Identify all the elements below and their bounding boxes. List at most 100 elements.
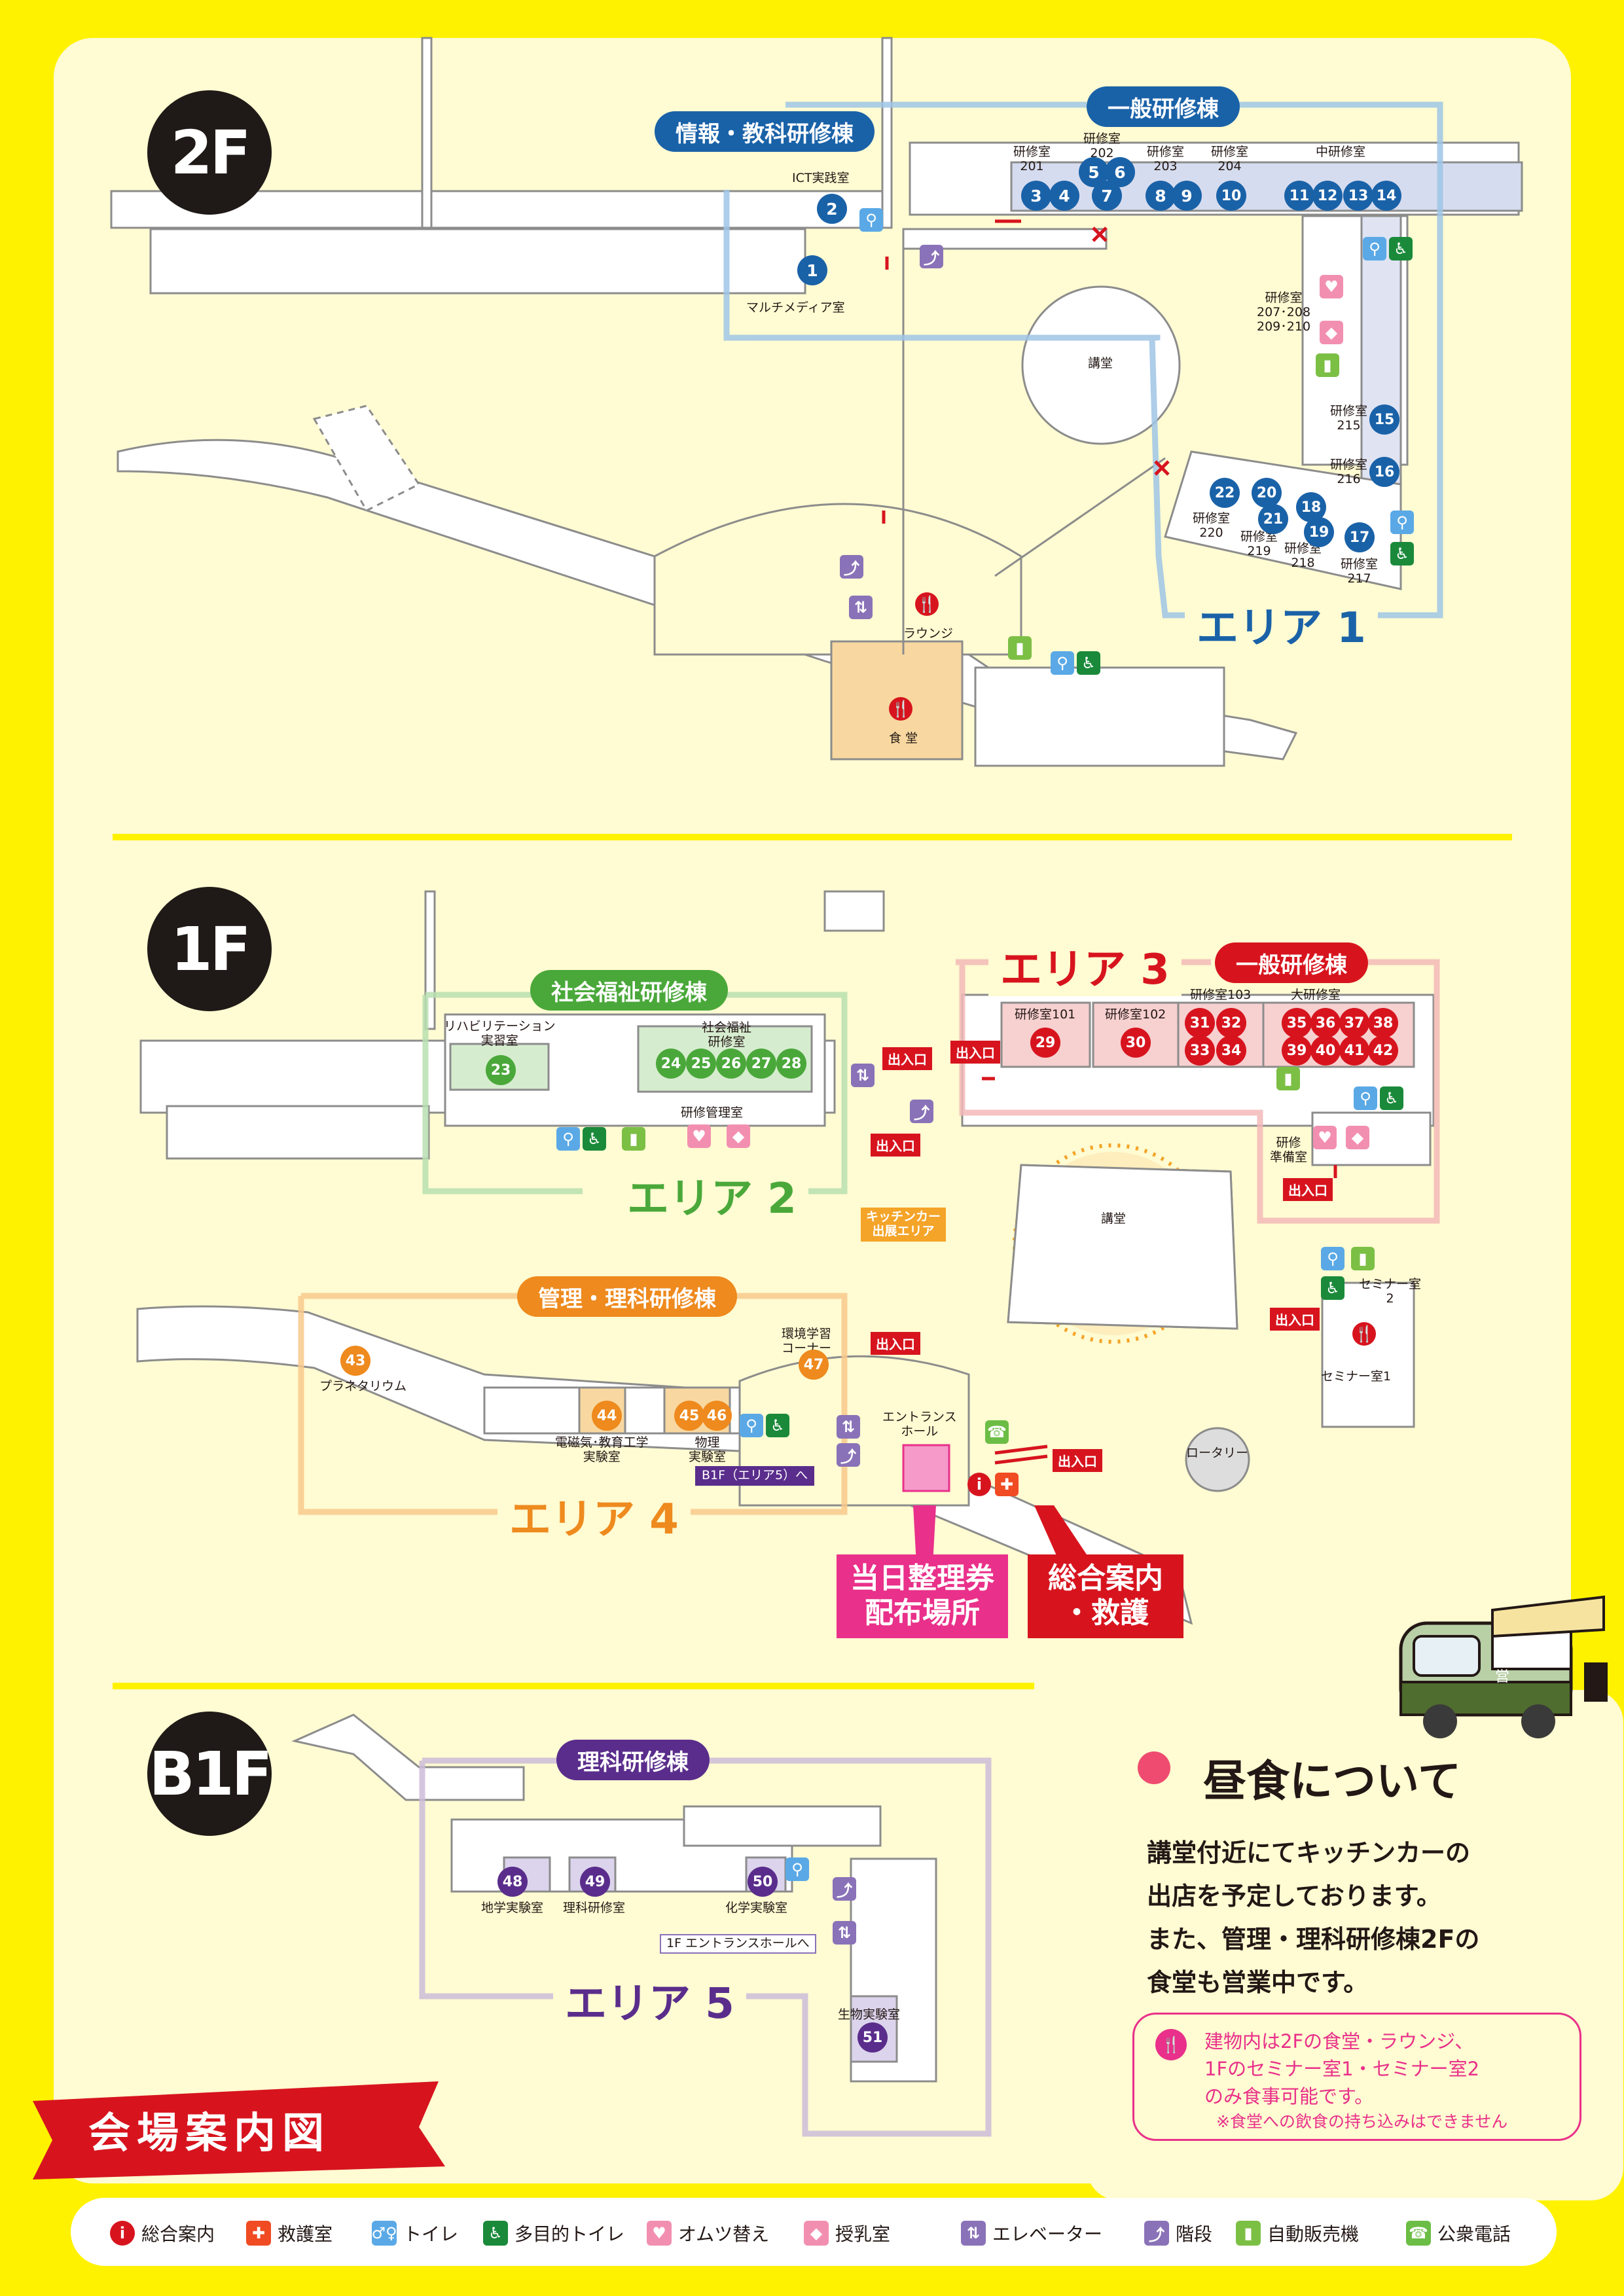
eating-rule-line: のみ食事可能です。 <box>1204 2085 1374 2108</box>
room-number-badge: 39 <box>1282 1035 1312 1066</box>
room-label-chigaku: 地学実験室 <box>481 1901 544 1915</box>
first-aid-icon: ✚ <box>995 1473 1019 1496</box>
room-number-badge: 15 <box>1369 404 1399 435</box>
eating-rule-note: ※食堂への飲食の持ち込みはできません <box>1216 2112 1508 2131</box>
restaurant-icon: 🍴 <box>1352 1322 1376 1346</box>
room-number-badge: 27 <box>746 1049 776 1079</box>
legend-label: 自動販売機 <box>1267 2223 1360 2245</box>
legend-label: 総合案内 <box>141 2223 215 2245</box>
room-label-102: 研修室102 <box>1105 1007 1166 1022</box>
info-icon: i <box>967 1473 991 1496</box>
accessible-restroom-icon: ♿ <box>1390 542 1414 565</box>
legend-item: ♥オムツ替え <box>647 2220 769 2246</box>
elevator-icon: ⇅ <box>961 2221 986 2246</box>
building-tag-admin: 管理・理科研修棟 <box>517 1276 737 1317</box>
room-number-badge: 7 <box>1092 181 1122 211</box>
room-label-kodo-1f: 講堂 <box>1101 1211 1127 1226</box>
room-number-badge: 25 <box>686 1049 716 1079</box>
lunch-text-line: 食堂も営業中です。 <box>1147 1968 1369 1997</box>
room-label-rika: 理科研修室 <box>563 1901 626 1915</box>
room-number-badge: 30 <box>1121 1028 1151 1058</box>
lunch-heading: 昼食について <box>1203 1756 1462 1806</box>
room-number-badge: 32 <box>1216 1008 1246 1038</box>
building-tag-info: 情報・教科研修棟 <box>655 111 875 152</box>
room-label-rotary: ロータリー <box>1186 1446 1249 1460</box>
room-number-badge: 34 <box>1216 1035 1246 1066</box>
restroom-icon: ♂♀ <box>371 2221 397 2246</box>
accessible-restroom-icon: ♿ <box>1321 1276 1344 1300</box>
restroom-icon: ⚲ <box>859 208 883 232</box>
room-label-ict: ICT実践室 <box>792 171 850 185</box>
accessible-restroom-icon: ♿ <box>583 1127 606 1151</box>
room-label-215: 研修室 215 <box>1330 404 1368 433</box>
elevator-icon: ⇅ <box>851 1064 875 1087</box>
legend-label: トイレ <box>403 2223 459 2245</box>
room-label-kanri: 研修管理室 <box>681 1105 744 1120</box>
floor-badge-b1f: B1F <box>147 1712 272 1836</box>
room-number-badge: 4 <box>1049 181 1079 211</box>
room-label-103: 研修室103 <box>1190 988 1252 1002</box>
room-label-chu: 中研修室 <box>1316 145 1366 159</box>
room-number-badge: 36 <box>1310 1008 1341 1038</box>
room-number-badge: 21 <box>1258 504 1288 534</box>
room-number-badge: 20 <box>1252 478 1282 508</box>
vending-machine-icon: ▮ <box>1008 636 1032 660</box>
room-label-welfare: 社会福祉 研修室 <box>702 1020 752 1049</box>
diaper-change-icon: ♥ <box>1320 275 1343 298</box>
building-tag-general-1f: 一般研修棟 <box>1215 942 1368 983</box>
kitchen-car-area-label: キッチンカー 出展エリア <box>861 1208 947 1242</box>
room-number-badge: 13 <box>1343 181 1373 211</box>
diaper-change-icon: ♥ <box>1313 1126 1337 1149</box>
room-label-204: 研修室 204 <box>1211 145 1249 173</box>
room-label-rehab: リハビリテーション 実習室 <box>444 1019 556 1048</box>
room-label-207: 研修室 207･208 209･210 <box>1257 291 1311 334</box>
lunch-text-line: 講堂付近にてキッチンカーの <box>1147 1839 1471 1867</box>
legend-item: ♂♀ トイレ <box>371 2220 459 2246</box>
building-tag-welfare: 社会福祉研修棟 <box>530 970 728 1011</box>
room-number-badge: 51 <box>857 2022 888 2053</box>
legend-label: 救護室 <box>278 2223 333 2245</box>
room-label-junbi: 研修 準備室 <box>1270 1136 1308 1164</box>
room-number-badge: 2 <box>817 194 847 224</box>
room-label-seminar1: セミナー室1 <box>1321 1369 1392 1384</box>
room-label-217: 研修室 217 <box>1341 557 1379 586</box>
room-number-badge: 10 <box>1216 181 1246 211</box>
eating-rules-box <box>1132 2013 1581 2141</box>
legend-item: ▮自動販売機 <box>1236 2220 1359 2246</box>
building-tag-general-2f: 一般研修棟 <box>1087 86 1240 127</box>
exit-label: 出入口 <box>1283 1178 1333 1201</box>
legend-label: オムツ替え <box>678 2223 770 2245</box>
room-label-220: 研修室 220 <box>1193 511 1231 540</box>
exit-label: 出入口 <box>871 1134 920 1157</box>
room-number-badge: 22 <box>1210 478 1240 508</box>
room-label-216: 研修室 216 <box>1330 457 1368 486</box>
room-label-201: 研修室 201 <box>1013 145 1051 173</box>
room-number-badge: 38 <box>1368 1008 1398 1038</box>
room-number-badge: 3 <box>1021 181 1051 211</box>
legend-item: ◆授乳室 <box>804 2220 890 2246</box>
stairs-icon: ⤴ <box>910 1100 933 1123</box>
nursing-room-icon: ◆ <box>1320 321 1343 344</box>
legend-item: ⇅ エレベーター <box>961 2220 1102 2246</box>
accessible-restroom-icon: ♿ <box>766 1414 789 1437</box>
room-number-badge: 11 <box>1284 181 1314 211</box>
room-number-badge: 24 <box>656 1049 686 1079</box>
b1f-entrance-link-label: 1F エントランスホールへ <box>660 1934 816 1954</box>
restroom-icon: ⚲ <box>1321 1247 1344 1270</box>
room-number-badge: 45 <box>674 1401 704 1431</box>
room-label-entrance: エントランス ホール <box>882 1410 957 1439</box>
nursing-room-icon: ◆ <box>727 1124 750 1148</box>
room-number-badge: 40 <box>1310 1035 1341 1066</box>
vending-machine-icon: ▮ <box>1276 1067 1300 1090</box>
legend-label: エレベーター <box>992 2223 1103 2245</box>
exit-label: 出入口 <box>950 1041 1000 1064</box>
legend-label: 授乳室 <box>835 2223 891 2245</box>
room-number-badge: 47 <box>799 1350 829 1380</box>
b1f-link-label: B1F（エリア5）へ <box>695 1466 815 1486</box>
legend-item: ☎公衆電話 <box>1406 2220 1511 2246</box>
public-phone-icon: ☎ <box>1406 2221 1431 2246</box>
stairs-icon: ⤴ <box>920 245 943 268</box>
room-number-badge: 43 <box>340 1346 370 1376</box>
stairs-icon: ⤴ <box>833 1877 856 1901</box>
legend-item: ✚救護室 <box>246 2220 333 2246</box>
